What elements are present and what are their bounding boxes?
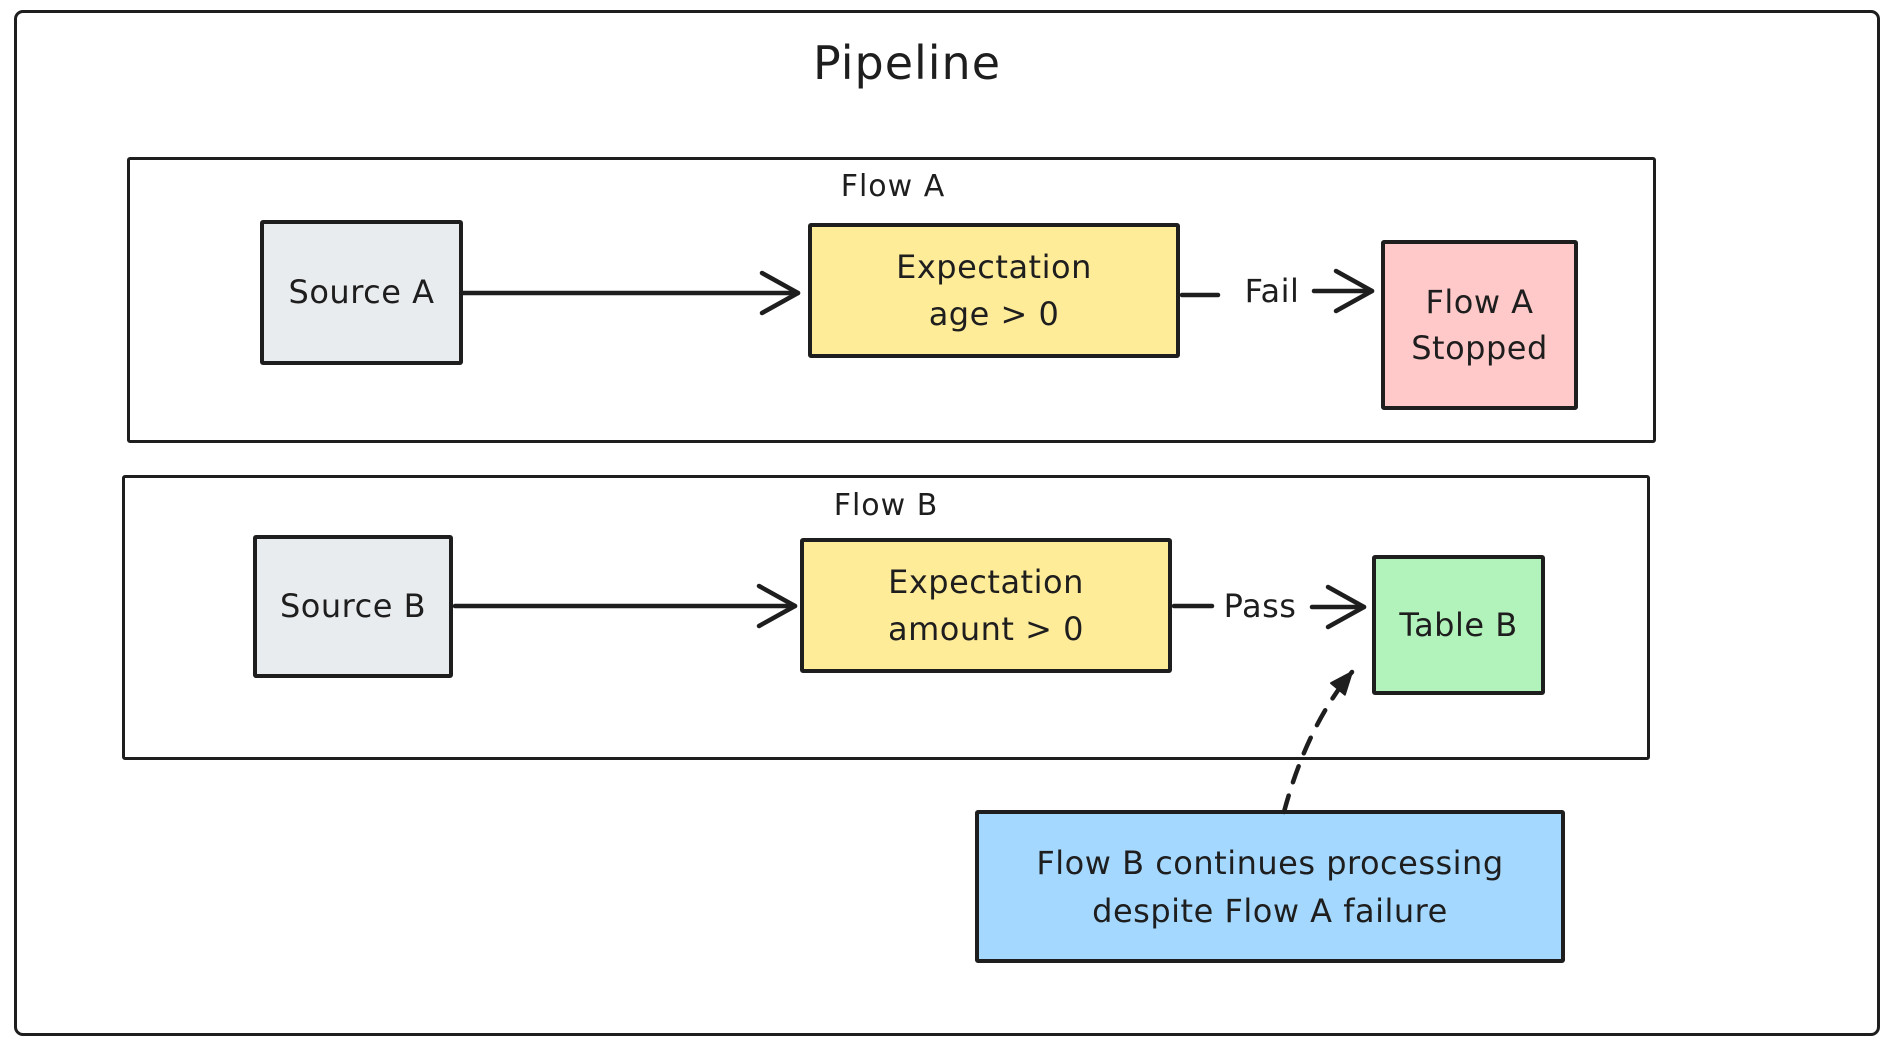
expectation-a-line1: Expectation: [896, 247, 1092, 286]
source-a-box: Source A: [260, 220, 463, 365]
expectation-b-box: Expectation amount > 0: [800, 538, 1172, 673]
table-b-text: Table B: [1399, 605, 1518, 644]
expectation-a-line2: age > 0: [928, 294, 1060, 333]
diagram-title: Pipeline: [812, 36, 1002, 90]
expectation-b-line1: Expectation: [888, 562, 1084, 601]
flow-b-label: Flow B: [833, 488, 939, 523]
fail-edge-label: Fail: [1244, 272, 1300, 310]
table-b-box: Table B: [1372, 555, 1545, 695]
flow-a-label: Flow A: [840, 169, 946, 204]
flow-a-stopped-box: Flow A Stopped: [1381, 240, 1578, 410]
note-line2: despite Flow A failure: [1092, 891, 1448, 930]
expectation-a-box: Expectation age > 0: [808, 223, 1180, 358]
pass-edge-label: Pass: [1223, 587, 1297, 625]
source-a-text: Source A: [288, 273, 435, 311]
flow-a-stopped-line2: Stopped: [1411, 329, 1548, 367]
source-b-text: Source B: [279, 587, 427, 625]
expectation-b-line2: amount > 0: [888, 609, 1084, 648]
note-line1: Flow B continues processing: [1036, 843, 1504, 882]
note-box: Flow B continues processing despite Flow…: [975, 810, 1565, 963]
flow-a-stopped-line1: Flow A: [1425, 283, 1534, 321]
source-b-box: Source B: [253, 535, 453, 678]
